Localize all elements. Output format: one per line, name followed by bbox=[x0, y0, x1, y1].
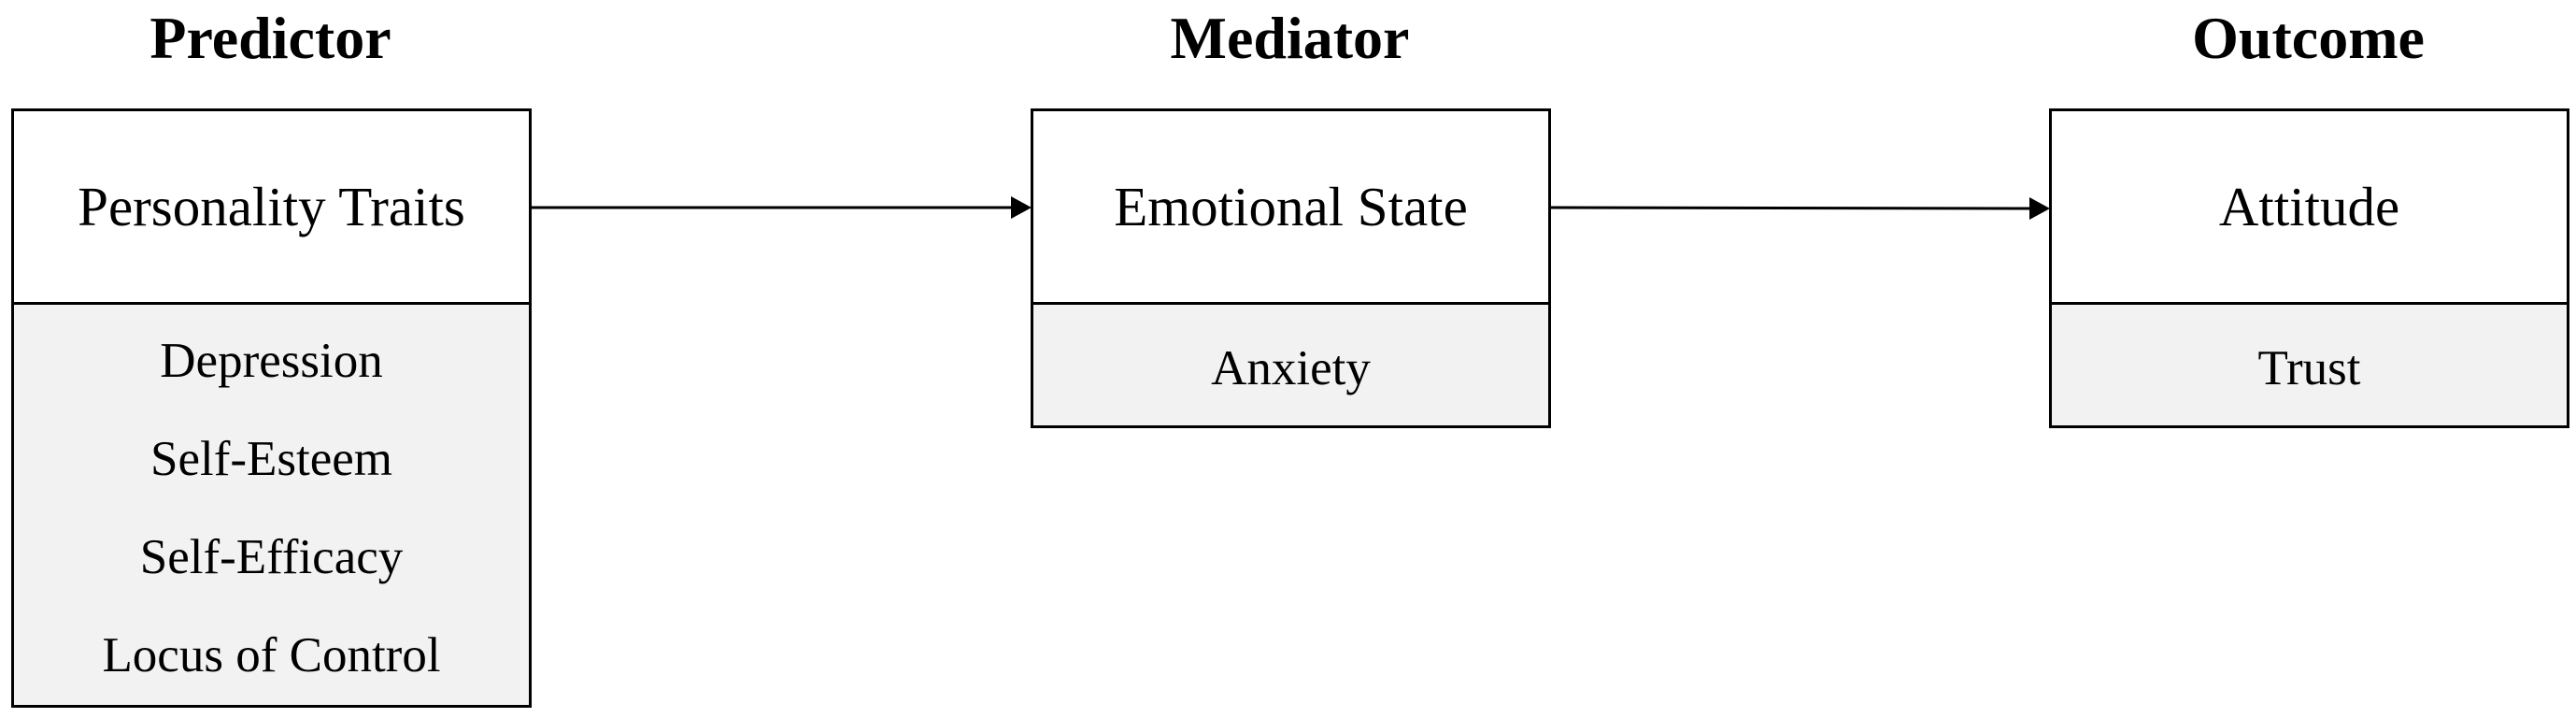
mediator-item-anxiety: Anxiety bbox=[1211, 341, 1371, 395]
predictor-title: Predictor bbox=[149, 5, 391, 71]
mediator-item-list: Anxiety bbox=[1033, 305, 1548, 425]
arrow-predictor-to-mediator bbox=[532, 196, 1032, 219]
predictor-box: Personality Traits Depression Self-Estee… bbox=[11, 108, 532, 708]
mediator-title: Mediator bbox=[1170, 5, 1410, 71]
mediator-box: Emotional State Anxiety bbox=[1031, 108, 1551, 428]
predictor-item-locus-of-control: Locus of Control bbox=[102, 628, 441, 682]
mediator-box-title: Emotional State bbox=[1033, 111, 1548, 305]
outcome-item-trust: Trust bbox=[2257, 341, 2361, 395]
predictor-item-depression: Depression bbox=[160, 334, 383, 388]
arrow-mediator-to-outcome bbox=[1550, 197, 2050, 220]
outcome-box-title: Attitude bbox=[2052, 111, 2567, 305]
predictor-item-self-esteem: Self-Esteem bbox=[149, 432, 393, 486]
predictor-item-self-efficacy: Self-Efficacy bbox=[139, 530, 404, 584]
outcome-box: Attitude Trust bbox=[2049, 108, 2569, 428]
predictor-item-list: Depression Self-Esteem Self-Efficacy Loc… bbox=[14, 305, 529, 705]
outcome-item-list: Trust bbox=[2052, 305, 2567, 425]
outcome-title: Outcome bbox=[2192, 5, 2425, 71]
predictor-box-title: Personality Traits bbox=[14, 111, 529, 305]
